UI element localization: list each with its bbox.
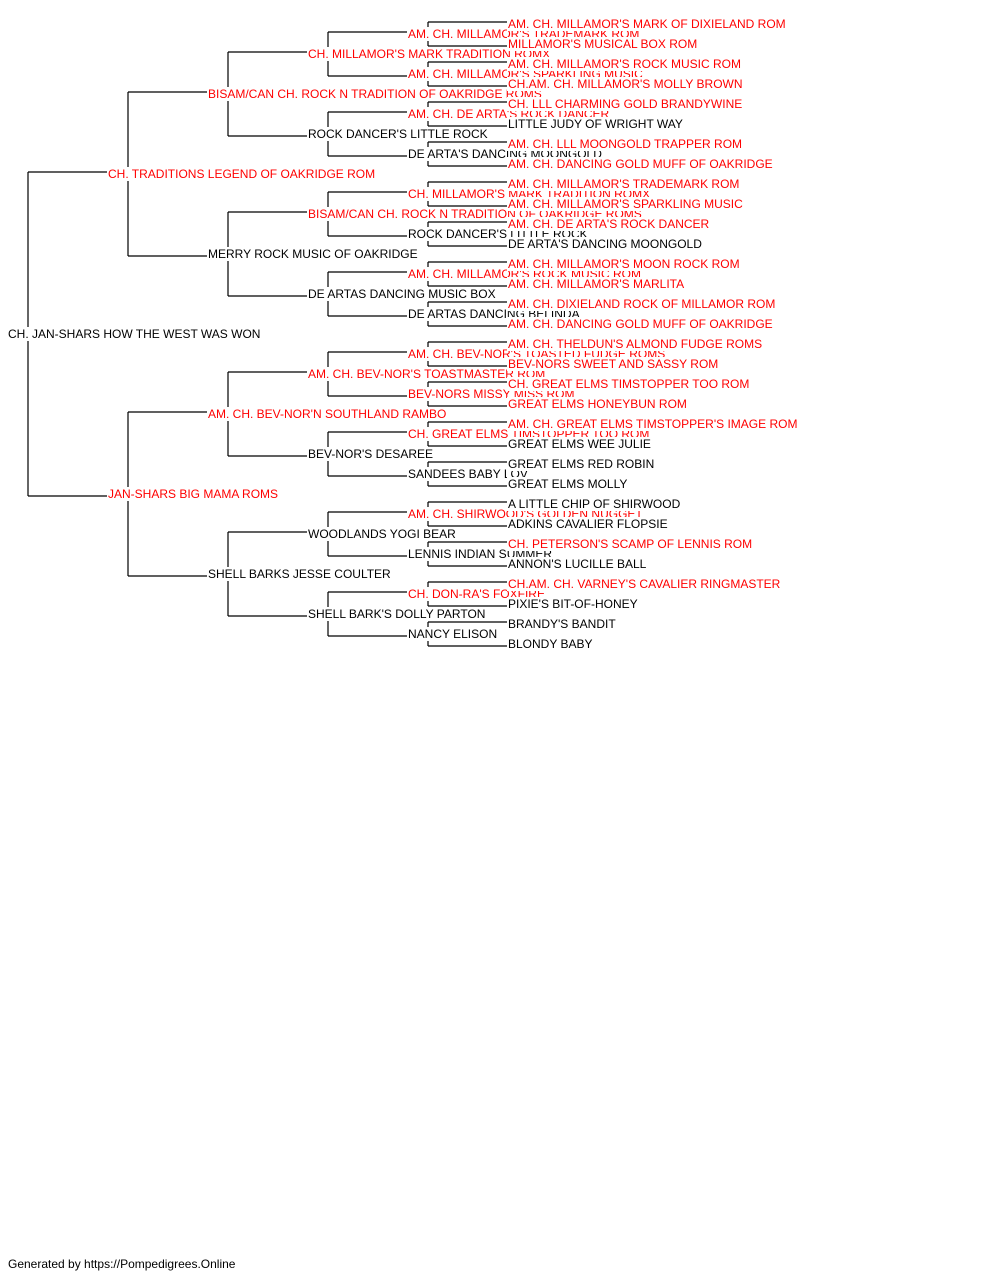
ancestor-name: CH. PETERSON'S SCAMP OF LENNIS ROM	[508, 537, 752, 551]
label-backing	[507, 617, 618, 631]
label-backing	[507, 557, 648, 571]
ancestor-name: AM. CH. BEV-NOR'S TOASTMASTER ROM	[308, 367, 545, 381]
ancestor-name: MERRY ROCK MUSIC OF OAKRIDGE	[208, 247, 418, 261]
label-backing	[507, 377, 751, 391]
label-backing	[507, 597, 639, 611]
ancestor-name: AM. CH. MILLAMOR'S MARLITA	[508, 277, 684, 291]
label-backing	[507, 137, 744, 151]
ancestor-name: DE ARTA'S DANCING MOONGOLD	[508, 237, 702, 251]
label-backing	[507, 577, 782, 591]
ancestor-name: MILLAMOR'S MUSICAL BOX ROM	[508, 37, 697, 51]
label-backing	[407, 467, 529, 481]
ancestor-name: LITTLE JUDY OF WRIGHT WAY	[508, 117, 683, 131]
label-backing	[207, 567, 393, 581]
label-backing	[307, 607, 487, 621]
ancestor-name: SHELL BARK'S DOLLY PARTON	[308, 607, 485, 621]
ancestor-name: GREAT ELMS MOLLY	[508, 477, 627, 491]
label-backing	[507, 417, 799, 431]
label-backing	[507, 357, 720, 371]
ancestor-name: CH. GREAT ELMS TIMSTOPPER TOO ROM	[508, 377, 749, 391]
label-backing	[507, 217, 711, 231]
ancestor-name: AM. CH. DIXIELAND ROCK OF MILLAMOR ROM	[508, 297, 775, 311]
label-backing	[307, 127, 489, 141]
ancestor-name: BRANDY'S BANDIT	[508, 617, 616, 631]
ancestor-name: DE ARTAS DANCING MUSIC BOX	[308, 287, 496, 301]
label-backing	[507, 57, 742, 71]
ancestor-name: CH.AM. CH. VARNEY'S CAVALIER RINGMASTER	[508, 577, 781, 591]
label-backing	[107, 487, 280, 501]
label-backing	[307, 527, 458, 541]
label-backing	[507, 497, 682, 511]
label-backing	[507, 117, 684, 131]
ancestor-name: CH.AM. CH. MILLAMOR'S MOLLY BROWN	[508, 77, 743, 91]
ancestor-name: AM. CH. MILLAMOR'S TRADEMARK ROM	[508, 177, 739, 191]
ancestor-name: BEV-NORS SWEET AND SASSY ROM	[508, 357, 718, 371]
label-backing	[507, 237, 704, 251]
label-backing	[507, 477, 629, 491]
label-backing	[207, 87, 543, 101]
ancestor-name: AM. CH. LLL MOONGOLD TRAPPER ROM	[508, 137, 742, 151]
ancestor-name: AM. CH. MILLAMOR'S MARK OF DIXIELAND ROM	[508, 17, 786, 31]
label-backing	[507, 297, 777, 311]
label-backing	[507, 257, 741, 271]
label-backing	[507, 397, 688, 411]
ancestor-name: AM. CH. MILLAMOR'S SPARKLING MUSIC	[508, 197, 743, 211]
ancestor-name: AM. CH. MILLAMOR'S ROCK MUSIC ROM	[508, 57, 741, 71]
label-backing	[207, 247, 419, 261]
label-backing	[507, 157, 774, 171]
ancestor-name: BISAM/CAN CH. ROCK N TRADITION OF OAKRID…	[208, 87, 542, 101]
ancestor-name: ROCK DANCER'S LITTLE ROCK	[308, 127, 488, 141]
ancestor-name: JAN-SHARS BIG MAMA ROMS	[108, 487, 278, 501]
ancestor-name: AM. CH. DANCING GOLD MUFF OF OAKRIDGE	[508, 157, 773, 171]
ancestor-name: CH. TRADITIONS LEGEND OF OAKRIDGE ROM	[108, 167, 375, 181]
ancestor-name: ANNON'S LUCILLE BALL	[508, 557, 647, 571]
label-backing	[507, 317, 774, 331]
ancestor-name: AM. CH. DANCING GOLD MUFF OF OAKRIDGE	[508, 317, 773, 331]
ancestor-name: ADKINS CAVALIER FLOPSIE	[508, 517, 668, 531]
label-backing	[507, 17, 787, 31]
label-backing	[307, 47, 552, 61]
label-backing	[507, 97, 744, 111]
ancestor-name: CH. LLL CHARMING GOLD BRANDYWINE	[508, 97, 742, 111]
label-backing	[507, 537, 754, 551]
label-backing	[507, 37, 699, 51]
label-backing	[307, 367, 547, 381]
ancestor-name: BLONDY BABY	[508, 637, 592, 651]
label-backing	[307, 287, 497, 301]
footer-credit: Generated by https://Pompedigrees.Online	[8, 1257, 236, 1271]
ancestor-name: SHELL BARKS JESSE COULTER	[208, 567, 391, 581]
ancestor-name: PIXIE'S BIT-OF-HONEY	[508, 597, 638, 611]
label-backing	[507, 277, 686, 291]
label-backing	[507, 517, 669, 531]
label-backing	[207, 407, 448, 421]
label-backing	[507, 77, 744, 91]
ancestor-name: NANCY ELISON	[408, 627, 497, 641]
ancestor-name: BEV-NOR'S DESAREE	[308, 447, 433, 461]
label-backing	[507, 437, 652, 451]
ancestor-name: SANDEES BABY LOV	[408, 467, 528, 481]
ancestor-name: GREAT ELMS WEE JULIE	[508, 437, 651, 451]
ancestor-name: AM. CH. GREAT ELMS TIMSTOPPER'S IMAGE RO…	[508, 417, 797, 431]
ancestor-name: WOODLANDS YOGI BEAR	[308, 527, 456, 541]
label-backing	[507, 177, 741, 191]
label-backing	[507, 197, 745, 211]
label-backing	[407, 627, 499, 641]
ancestor-name: CH. MILLAMOR'S MARK TRADITION ROMX	[308, 47, 550, 61]
label-backing	[107, 167, 377, 181]
label-backing	[507, 457, 656, 471]
ancestor-name: A LITTLE CHIP OF SHIRWOOD	[508, 497, 681, 511]
label-backing	[507, 337, 764, 351]
ancestor-name: AM. CH. BEV-NOR'N SOUTHLAND RAMBO	[208, 407, 446, 421]
ancestor-name: AM. CH. MILLAMOR'S MOON ROCK ROM	[508, 257, 740, 271]
label-backing	[7, 327, 262, 341]
label-backing	[507, 637, 594, 651]
ancestor-name: AM. CH. THELDUN'S ALMOND FUDGE ROMS	[508, 337, 762, 351]
label-backing	[307, 447, 434, 461]
ancestor-name: GREAT ELMS RED ROBIN	[508, 457, 654, 471]
ancestor-name: AM. CH. DE ARTA'S ROCK DANCER	[508, 217, 710, 231]
ancestor-name: GREAT ELMS HONEYBUN ROM	[508, 397, 687, 411]
subject-dog-name: CH. JAN-SHARS HOW THE WEST WAS WON	[8, 327, 260, 341]
